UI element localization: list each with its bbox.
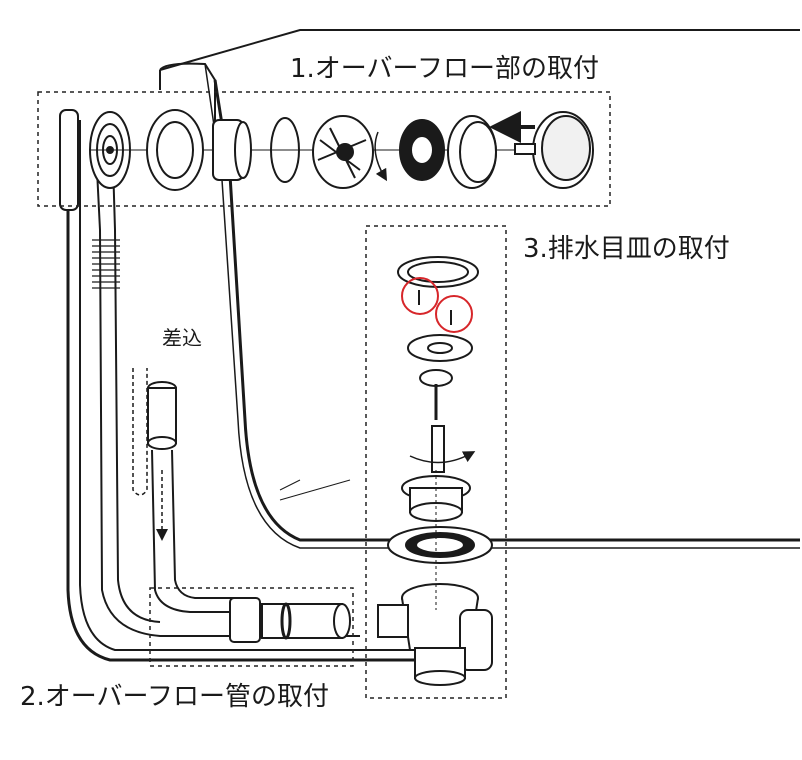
label-insert: 差込 (162, 326, 202, 350)
overflow-head (59, 109, 131, 211)
rotate-arrow-small-icon (409, 451, 476, 464)
group-box-overflow-part (37, 91, 611, 207)
group-box-drain-plate (365, 225, 507, 699)
insert-pipe (147, 381, 240, 613)
insert-guide-dashed (132, 368, 168, 541)
overflow-parts (146, 109, 594, 191)
pipe-coupling (229, 597, 351, 643)
bathtub-outline (159, 29, 800, 549)
group-box-overflow-pipe (149, 587, 354, 667)
corrugated-hose (92, 239, 120, 289)
highlight-circles (401, 277, 473, 333)
label-overflow-part: 1.オーバーフロー部の取付 (290, 54, 599, 84)
rotate-arrow-icon (374, 131, 388, 182)
overflow-pipe-vertical (66, 120, 430, 662)
label-drain-plate: 3.排水目皿の取付 (523, 234, 730, 264)
label-overflow-pipe: 2.オーバーフロー管の取付 (20, 682, 329, 712)
drain-parts (377, 256, 493, 686)
